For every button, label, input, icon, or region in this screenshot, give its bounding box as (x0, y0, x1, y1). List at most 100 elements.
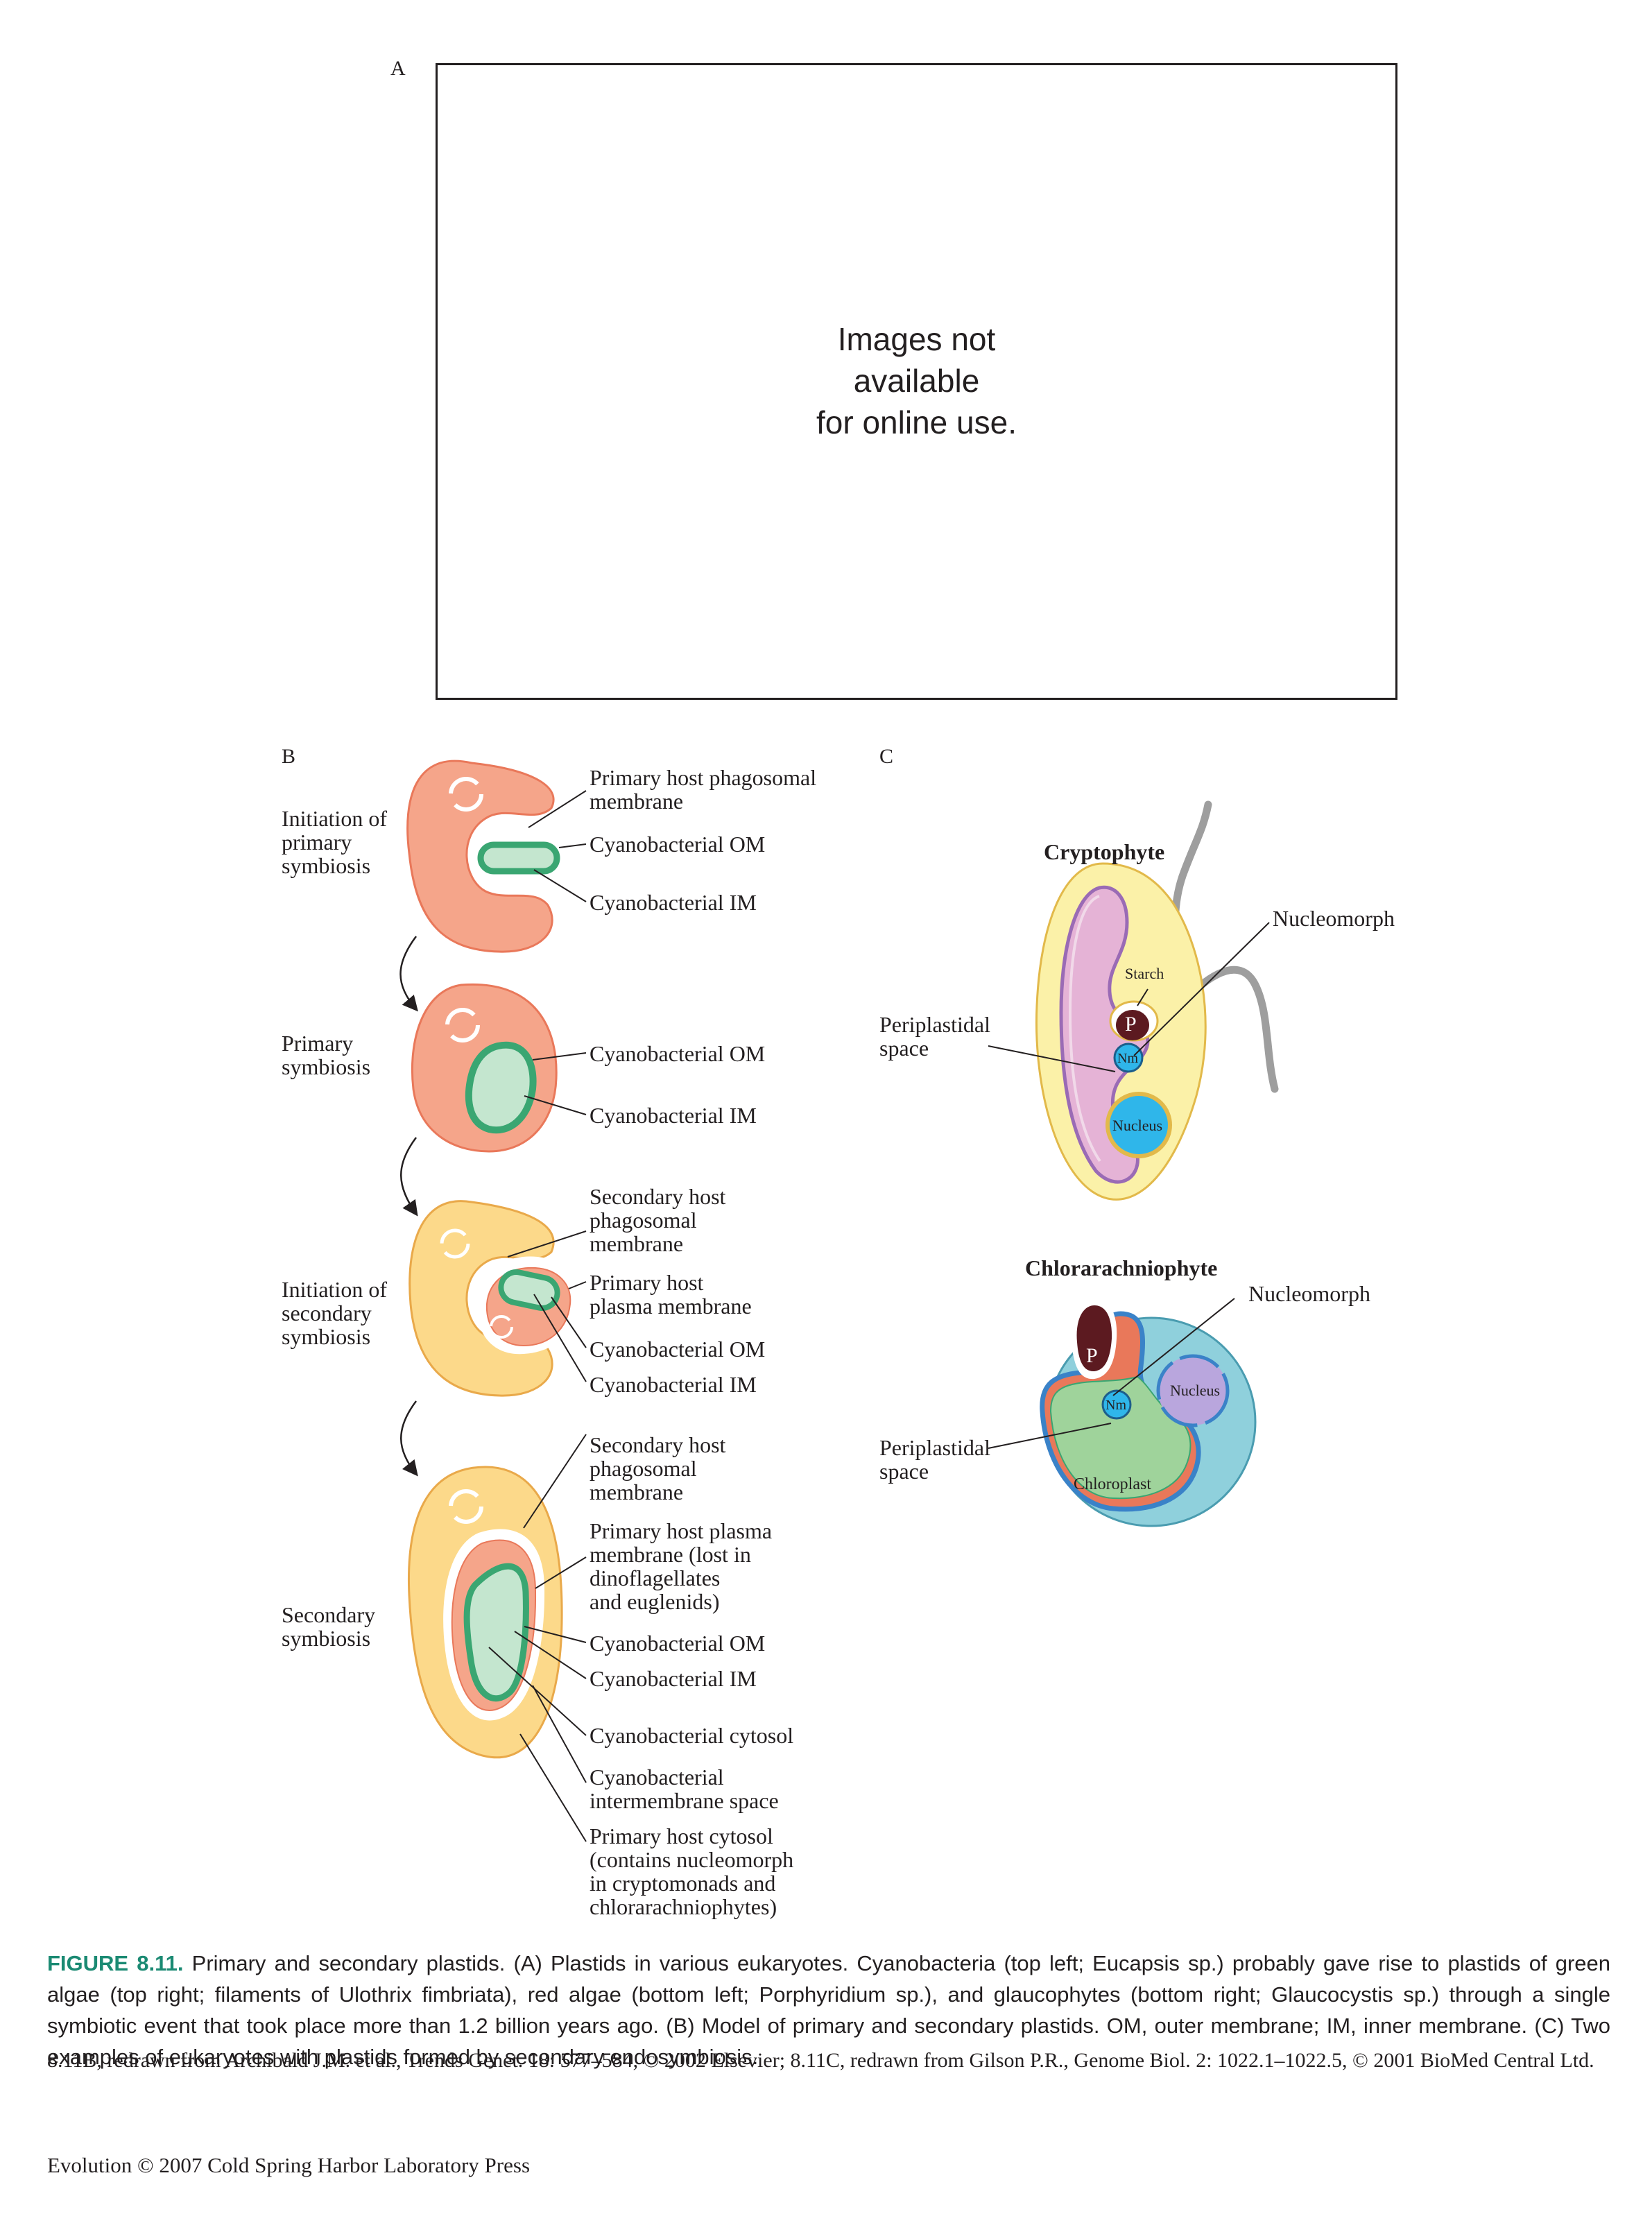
stage-name-line: secondary (282, 1301, 372, 1325)
cryptophyte-nucleus (1105, 1092, 1172, 1158)
cryptophyte-pyrenoid (1116, 1010, 1149, 1040)
label-cyanobacterial-om: Cyanobacterial OM (590, 1631, 766, 1656)
cryptophyte-title: Cryptophyte (1044, 839, 1165, 864)
label-line: chlorarachniophytes) (590, 1894, 777, 1919)
label-cyanobacterial-om: Cyanobacterial OM (590, 1041, 766, 1066)
label-nm: Nm (1117, 1051, 1138, 1066)
stage-name-line: Secondary (282, 1602, 376, 1627)
leader-line (535, 1556, 587, 1589)
process-arrow (400, 1400, 418, 1477)
leader-line (507, 1230, 587, 1258)
label-line: in cryptomonads and (590, 1871, 776, 1896)
label-pyrenoid: P (1086, 1344, 1098, 1367)
stage-name-line: symbiosis (282, 1324, 371, 1349)
label-primary-host-plasma-membrane: Primary host plasma membrane (lost in di… (590, 1519, 772, 1613)
label-line: phagosomal (590, 1208, 697, 1233)
chlorarachniophyte-cell (1040, 1297, 1257, 1527)
label-starch: Starch (1125, 965, 1164, 982)
label-primary-host-cytosol: Primary host cytosol (contains nucleomor… (590, 1824, 793, 1919)
label-line: membrane (590, 789, 684, 814)
label-nucleus: Nucleus (1170, 1382, 1221, 1399)
label-line: dinoflagellates (590, 1565, 721, 1590)
label-line: membrane (590, 1479, 684, 1504)
label-periplastidal-space: Periplastidal space (879, 1013, 990, 1060)
leader-line (523, 1434, 587, 1529)
label-cyanobacterial-im: Cyanobacterial IM (590, 1103, 757, 1128)
placeholder-line: Images not (837, 321, 996, 357)
image-placeholder-text: Images not available for online use. (438, 318, 1395, 443)
label-cyanobacterial-intermembrane-space: Cyanobacterial intermembrane space (590, 1765, 779, 1812)
chlorarachniophyte-pyrenoid (1076, 1305, 1112, 1372)
stage-name-line: Initiation of (282, 1277, 387, 1302)
leader-line (568, 1281, 587, 1289)
label-cyanobacterial-im: Cyanobacterial IM (590, 1372, 757, 1397)
placeholder-line: for online use. (816, 404, 1017, 440)
label-line: Secondary host (590, 1432, 726, 1457)
stage-name: Secondary symbiosis (282, 1603, 375, 1650)
panel-b-letter: B (282, 745, 296, 768)
label-line: phagosomal (590, 1456, 697, 1481)
panel-c-letter: C (879, 745, 894, 768)
label-primary-host-phagosomal-membrane: Primary host phagosomal membrane (590, 766, 816, 813)
label-line: Primary host plasma (590, 1518, 773, 1543)
label-line: Cyanobacterial (590, 1765, 724, 1790)
stage3-ring-host (440, 1228, 470, 1259)
stage-name-line: symbiosis (282, 1054, 371, 1079)
label-line: Primary host (590, 1270, 704, 1295)
stage-name: Initiation of secondary symbiosis (282, 1278, 387, 1348)
label-line: space (879, 1459, 929, 1484)
label-line: Primary host cytosol (590, 1823, 773, 1848)
stage1-host-cell (406, 760, 555, 953)
cryptophyte-flagellum (1182, 966, 1279, 1093)
stage4-ring (449, 1489, 483, 1524)
chlorarachniophyte-title: Chlorarachniophyte (1025, 1255, 1218, 1280)
label-line: space (879, 1036, 929, 1061)
leader-line (533, 869, 587, 902)
panel-a-letter: A (390, 57, 406, 80)
stage-name-line: symbiosis (282, 1626, 371, 1651)
label-chloroplast: Chloroplast (1074, 1475, 1151, 1493)
placeholder-line: available (853, 363, 980, 399)
chlorarachniophyte-nucleus (1156, 1354, 1230, 1427)
process-arrow (400, 1137, 418, 1217)
label-line: and euglenids) (590, 1589, 720, 1614)
leader-line (519, 1733, 587, 1842)
label-pyrenoid: P (1125, 1013, 1137, 1036)
stage-name: Primary symbiosis (282, 1031, 370, 1079)
label-secondary-host-phagosomal-membrane: Secondary host phagosomal membrane (590, 1433, 725, 1504)
figure-credit: 8.11B, redrawn from Archibald J.M. et al… (47, 2049, 1594, 2072)
leader-line (988, 1423, 1112, 1449)
label-line: membrane (lost in (590, 1542, 751, 1567)
label-cyanobacterial-om: Cyanobacterial OM (590, 1337, 766, 1362)
label-nucleomorph: Nucleomorph (1248, 1281, 1370, 1306)
leader-line (488, 1647, 587, 1736)
image-placeholder-box: Images not available for online use. (436, 63, 1397, 700)
label-primary-host-plasma-membrane: Primary host plasma membrane (590, 1271, 752, 1318)
label-line: intermembrane space (590, 1788, 779, 1813)
label-nm: Nm (1105, 1398, 1126, 1413)
figure-caption: FIGURE 8.11. Primary and secondary plast… (47, 1948, 1610, 2073)
label-cyanobacterial-om: Cyanobacterial OM (590, 832, 766, 857)
stage3-cyanobacterium (498, 1269, 560, 1311)
chlorarachniophyte-nucleomorph (1101, 1389, 1132, 1420)
label-nucleomorph: Nucleomorph (1273, 906, 1395, 931)
figure-label: FIGURE 8.11. (47, 1951, 184, 1975)
leader-line (1133, 922, 1270, 1056)
label-line: plasma membrane (590, 1294, 752, 1319)
label-cyanobacterial-im: Cyanobacterial IM (590, 1666, 757, 1691)
label-line: membrane (590, 1231, 684, 1256)
label-secondary-host-phagosomal-membrane: Secondary host phagosomal membrane (590, 1185, 725, 1255)
leader-line (524, 1095, 587, 1115)
cryptophyte-periplastid-band (1068, 895, 1101, 1162)
leader-line (528, 790, 587, 828)
stage-name: Initiation of primary symbiosis (282, 807, 387, 877)
leader-line (532, 1685, 587, 1783)
stage-name-line: symbiosis (282, 853, 371, 878)
figure-diagrams (399, 760, 1279, 1842)
leader-line (533, 1294, 587, 1382)
label-line: Primary host phagosomal (590, 765, 817, 790)
stage-name-line: Initiation of (282, 806, 387, 831)
label-line: (contains nucleomorph (590, 1847, 794, 1872)
stage4-plastid (463, 1563, 529, 1702)
label-line: Periplastidal (879, 1435, 990, 1460)
